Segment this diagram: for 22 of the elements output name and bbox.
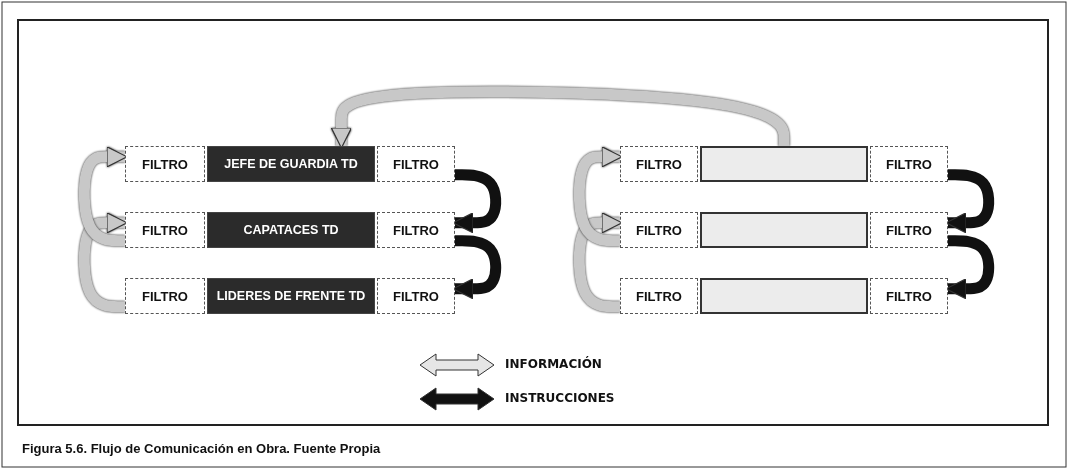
filter-box: FILTRO [620, 212, 698, 248]
empty-box [700, 146, 868, 182]
role-box: CAPATACES TD [207, 212, 375, 248]
filter-box: FILTRO [377, 212, 455, 248]
figure-caption: Figura 5.6. Flujo de Comunicación en Obra. Fuente Propia [22, 441, 381, 456]
legend-label: INFORMACIÓN [505, 357, 602, 371]
filter-box: FILTRO [870, 278, 948, 314]
filter-box: FILTRO [125, 146, 205, 182]
filter-box: FILTRO [870, 212, 948, 248]
filter-box: FILTRO [125, 212, 205, 248]
curved-arrow [330, 86, 790, 149]
legend-label: INSTRUCCIONES [505, 391, 615, 405]
filter-box: FILTRO [377, 146, 455, 182]
empty-box [700, 212, 868, 248]
role-box: JEFE DE GUARDIA TD [207, 146, 375, 182]
filter-box: FILTRO [870, 146, 948, 182]
filter-box: FILTRO [620, 278, 698, 314]
filter-box: FILTRO [620, 146, 698, 182]
filter-box: FILTRO [377, 278, 455, 314]
role-box: LIDERES DE FRENTE TD [207, 278, 375, 314]
filter-box: FILTRO [125, 278, 205, 314]
empty-box [700, 278, 868, 314]
